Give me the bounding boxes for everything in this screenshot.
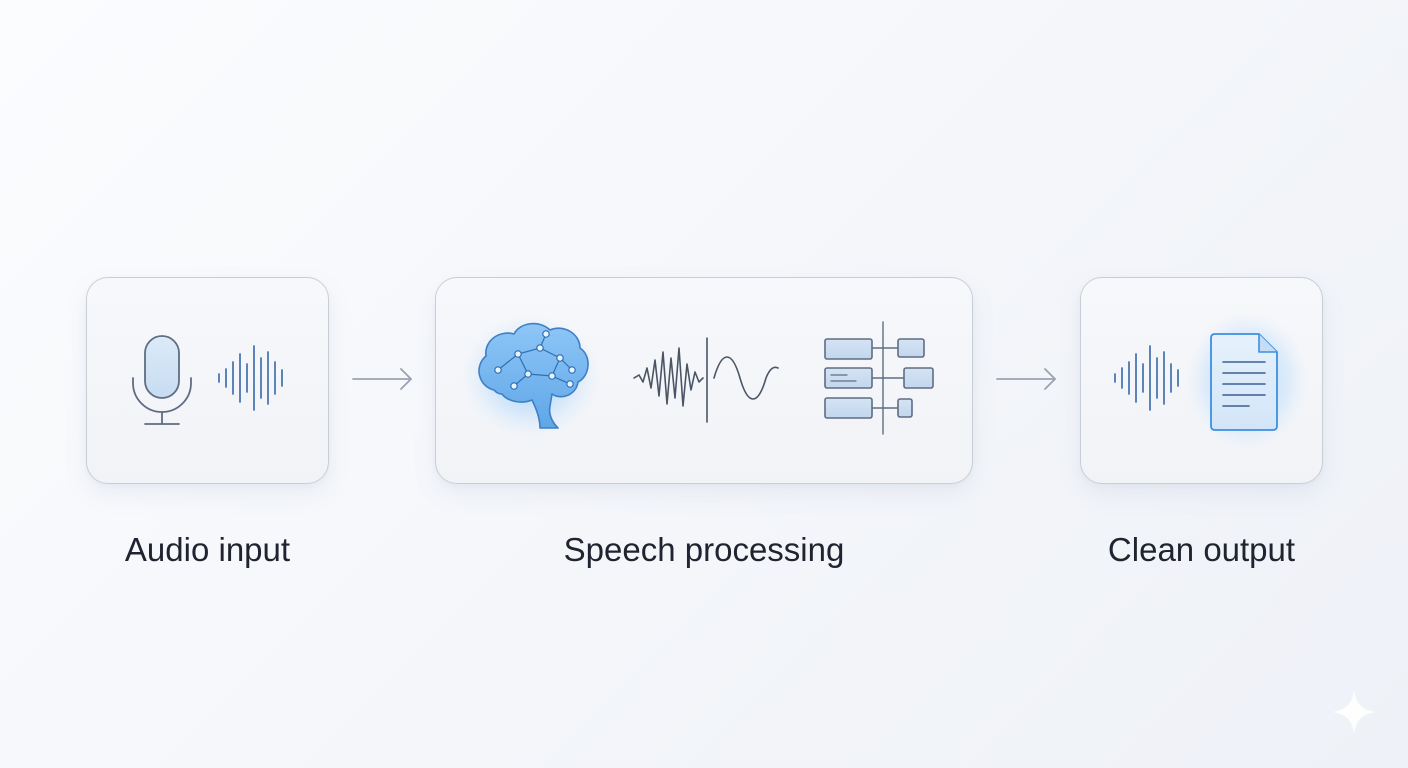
brain-network-icon [461,314,601,438]
audio-input-label: Audio input [124,531,291,568]
speech-processing-card [435,277,973,484]
sound-wave-icon [1114,345,1179,411]
sparkle-icon [1332,690,1376,734]
document-icon [1185,310,1309,450]
flow-arrow-icon [352,368,412,390]
clean-output-illustration [1114,310,1309,450]
audio-input-illustration [132,335,283,425]
speech-processing-label: Speech processing [563,531,845,568]
clean-output-label: Clean output [1107,531,1296,568]
waveform-to-sine-icon [633,337,779,423]
clean-output-card [1080,277,1323,484]
flow-arrow-icon [996,368,1056,390]
structure-blocks-icon [824,321,934,435]
speech-processing-illustration [461,314,934,438]
sound-wave-icon [218,345,283,411]
microphone-icon [132,335,192,425]
audio-input-card [86,277,329,484]
